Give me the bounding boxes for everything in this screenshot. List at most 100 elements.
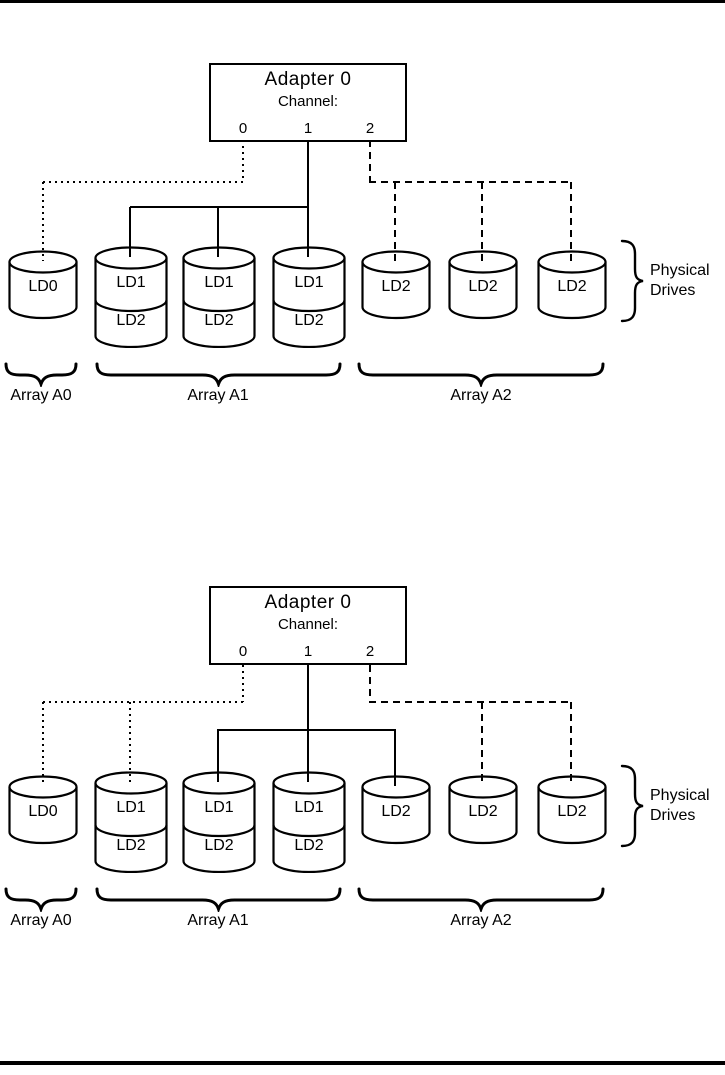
- adapter-title: Adapter 0: [264, 69, 352, 90]
- array-a1-label: Array A1: [187, 912, 249, 929]
- drive-ld1-ld2: LD1 LD2: [272, 246, 346, 348]
- channel-0-number: 0: [238, 643, 248, 660]
- channel-2-line: [394, 182, 396, 261]
- physical-drives-brace: [620, 764, 644, 848]
- channel-0-line: [42, 182, 44, 261]
- channel-1-line: [218, 729, 396, 731]
- channel-0-line: [129, 702, 131, 782]
- drive-label: LD2: [381, 278, 411, 295]
- channel-label: Channel:: [277, 616, 339, 633]
- channel-2-number: 2: [365, 643, 375, 660]
- channel-label: Channel:: [277, 93, 339, 110]
- channel-1-number: 1: [303, 643, 313, 660]
- array-a2-label: Array A2: [450, 912, 512, 929]
- channel-0-line: [43, 181, 244, 183]
- channel-0-line: [242, 665, 244, 702]
- disk-cylinder-icon: [361, 250, 431, 320]
- channel-1-line: [130, 206, 308, 208]
- drive-label: LD2: [468, 803, 498, 820]
- channel-2-line: [369, 181, 572, 183]
- page-bottom-rule: [0, 1061, 725, 1065]
- array-a1-brace: [95, 362, 342, 387]
- drive-label: LD1: [116, 274, 146, 291]
- disk-cylinder-icon: [448, 250, 518, 320]
- disk-cylinder-icon: [272, 771, 346, 873]
- channel-2-line: [570, 702, 572, 786]
- drive-label: LD2: [557, 278, 587, 295]
- channel-1-line: [129, 207, 131, 257]
- drive-label: LD0: [28, 278, 58, 295]
- channel-2-line: [481, 702, 483, 786]
- channel-1-line: [307, 140, 309, 257]
- channel-2-line: [369, 140, 371, 182]
- drive-label: LD2: [468, 278, 498, 295]
- drive-label: LD1: [204, 799, 234, 816]
- physical-drives-label: Physical Drives: [650, 261, 710, 301]
- array-a2-brace: [357, 362, 605, 387]
- array-a0-label: Array A0: [10, 912, 72, 929]
- channel-2-line: [369, 701, 572, 703]
- channel-2-line: [481, 182, 483, 261]
- array-a0-label: Array A0: [10, 387, 72, 404]
- disk-cylinder-icon: [272, 246, 346, 348]
- drive-label: LD2: [557, 803, 587, 820]
- channel-0-line: [43, 701, 244, 703]
- physical-drives-line2: Drives: [650, 282, 696, 299]
- drive-label: LD1: [294, 274, 324, 291]
- disk-cylinder-icon: [182, 246, 256, 348]
- channel-0-line: [242, 140, 244, 182]
- drive-ld1-ld2: LD1 LD2: [94, 771, 168, 873]
- drive-label: LD2: [294, 312, 324, 329]
- drive-ld1-ld2: LD1 LD2: [182, 771, 256, 873]
- array-a2-brace: [357, 887, 605, 912]
- channel-2-number: 2: [365, 120, 375, 137]
- array-a1-brace: [95, 887, 342, 912]
- adapter-box: Adapter 0 Channel: 0 1 2: [209, 586, 407, 665]
- drive-label: LD2: [381, 803, 411, 820]
- physical-drives-brace: [620, 239, 644, 323]
- physical-drives-line1: Physical: [650, 787, 710, 804]
- disk-cylinder-icon: [537, 775, 607, 845]
- channel-2-line: [369, 665, 371, 702]
- drive-label: LD2: [294, 837, 324, 854]
- drive-ld2: LD2: [537, 775, 607, 845]
- drive-label: LD1: [116, 799, 146, 816]
- disk-cylinder-icon: [94, 771, 168, 873]
- drive-ld1-ld2: LD1 LD2: [272, 771, 346, 873]
- drive-ld2: LD2: [448, 775, 518, 845]
- drive-ld2: LD2: [361, 775, 431, 845]
- channel-2-line: [570, 182, 572, 261]
- array-a0-brace: [4, 362, 78, 387]
- channel-1-line: [307, 665, 309, 782]
- drive-label: LD0: [28, 803, 58, 820]
- disk-cylinder-icon: [182, 771, 256, 873]
- physical-drives-line1: Physical: [650, 262, 710, 279]
- disk-cylinder-icon: [537, 250, 607, 320]
- channel-1-line: [217, 729, 219, 782]
- disk-cylinder-icon: [8, 250, 78, 320]
- channel-1-line: [217, 207, 219, 257]
- channel-1-number: 1: [303, 120, 313, 137]
- page-top-rule: [0, 0, 725, 3]
- drive-label: LD2: [204, 837, 234, 854]
- physical-drives-line2: Drives: [650, 807, 696, 824]
- drive-ld0: LD0: [8, 250, 78, 320]
- physical-drives-label: Physical Drives: [650, 786, 710, 826]
- disk-cylinder-icon: [448, 775, 518, 845]
- drive-ld0: LD0: [8, 775, 78, 845]
- channel-0-line: [42, 702, 44, 786]
- drive-label: LD2: [116, 837, 146, 854]
- drive-label: LD1: [204, 274, 234, 291]
- drive-label: LD2: [116, 312, 146, 329]
- drive-ld1-ld2: LD1 LD2: [182, 246, 256, 348]
- drive-ld1-ld2: LD1 LD2: [94, 246, 168, 348]
- drive-ld2: LD2: [537, 250, 607, 320]
- drive-label: LD1: [294, 799, 324, 816]
- drive-ld2: LD2: [448, 250, 518, 320]
- array-a0-brace: [4, 887, 78, 912]
- drive-label: LD2: [204, 312, 234, 329]
- channel-1-line: [394, 729, 396, 786]
